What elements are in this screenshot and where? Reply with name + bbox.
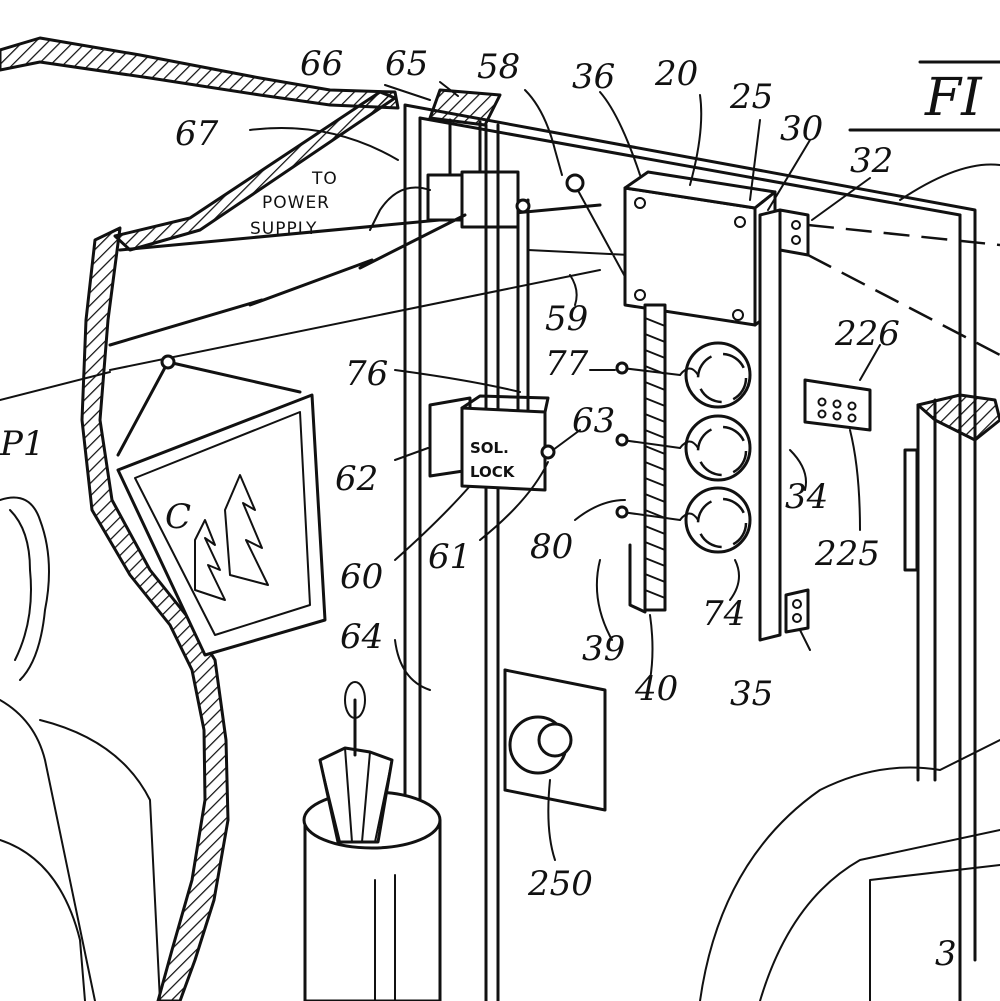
svg-text:POWER: POWER — [262, 193, 330, 213]
svg-text:74: 74 — [702, 594, 745, 634]
svg-text:FI: FI — [924, 68, 983, 128]
ceiling-section — [0, 36, 400, 110]
svg-text:250: 250 — [527, 864, 593, 904]
svg-text:P1: P1 — [0, 424, 45, 464]
power-connector-block — [369, 88, 520, 231]
reference-numerals: 66 65 58 36 20 25 30 32 67 59 76 77 226 … — [0, 44, 957, 974]
door-knob-plate — [503, 668, 607, 812]
svg-text:66: 66 — [300, 44, 343, 84]
svg-text:59: 59 — [545, 299, 588, 339]
person-silhouette — [0, 496, 161, 1001]
svg-text:62: 62 — [335, 459, 378, 499]
umbrella-stand — [302, 681, 442, 1001]
svg-text:3: 3 — [935, 934, 957, 974]
strike-plate — [758, 208, 810, 642]
svg-text:TO: TO — [311, 169, 338, 189]
person-right — [699, 163, 1000, 1001]
power-wire — [108, 213, 467, 347]
svg-text:39: 39 — [582, 629, 625, 669]
svg-text:77: 77 — [545, 344, 589, 384]
svg-text:35: 35 — [730, 674, 773, 714]
door-right — [903, 393, 1000, 782]
svg-text:76: 76 — [345, 354, 388, 394]
svg-text:LOCK: LOCK — [470, 463, 516, 481]
svg-text:225: 225 — [814, 534, 880, 574]
framed-picture: C — [116, 354, 327, 657]
svg-text:C: C — [165, 497, 191, 537]
door-header-top — [418, 116, 962, 217]
keypad — [803, 378, 872, 432]
svg-text:60: 60 — [340, 557, 383, 597]
svg-text:65: 65 — [385, 44, 428, 84]
svg-text:80: 80 — [530, 527, 573, 567]
control-box — [623, 170, 777, 327]
svg-text:36: 36 — [572, 57, 615, 97]
svg-text:61: 61 — [428, 537, 471, 577]
lock-wheels — [615, 341, 752, 554]
svg-text:SUPPLY: SUPPLY — [250, 219, 317, 239]
svg-text:32: 32 — [850, 141, 893, 181]
door-swing-lines — [807, 223, 1000, 357]
svg-text:34: 34 — [785, 477, 828, 517]
power-supply-note: TO POWER SUPPLY — [250, 169, 338, 239]
svg-text:64: 64 — [340, 617, 383, 657]
svg-text:67: 67 — [175, 114, 219, 154]
leader-lines — [249, 81, 881, 861]
svg-text:58: 58 — [477, 47, 520, 87]
left-wall-section — [80, 226, 230, 1001]
svg-text:SOL.: SOL. — [470, 439, 509, 457]
figure-label: FI — [848, 60, 1000, 132]
svg-text:25: 25 — [729, 77, 773, 117]
door-header — [403, 103, 977, 1001]
gear-rack — [628, 303, 667, 614]
svg-text:30: 30 — [780, 109, 823, 149]
svg-text:40: 40 — [634, 669, 678, 709]
svg-text:226: 226 — [834, 314, 900, 354]
svg-text:20: 20 — [654, 54, 698, 94]
solenoid-lock: SOL. LOCK — [428, 394, 556, 492]
svg-text:63: 63 — [572, 401, 615, 441]
